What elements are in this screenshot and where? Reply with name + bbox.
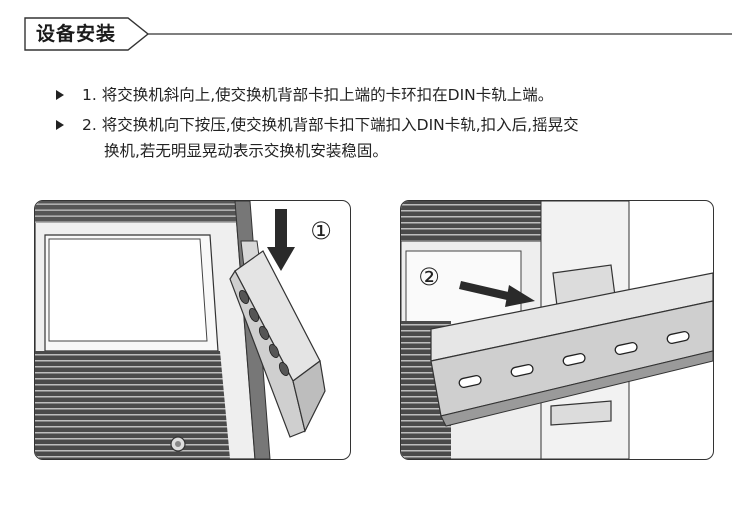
install-steps: 1. 将交换机斜向上,使交换机背部卡扣上端的卡环扣在DIN卡轨上端。 2. 将交… bbox=[52, 82, 732, 168]
section-tab-outline bbox=[24, 17, 732, 51]
arrow-down-icon bbox=[267, 247, 295, 271]
figure-step-1: ① bbox=[34, 200, 351, 460]
step-1-text: 1. 将交换机斜向上,使交换机背部卡扣上端的卡环扣在DIN卡轨上端。 bbox=[82, 86, 554, 104]
section-header: 设备安装 bbox=[24, 14, 732, 54]
triangle-bullet-icon bbox=[56, 120, 64, 130]
arrow-right-shaft bbox=[459, 281, 513, 301]
illustration-press-into-rail: ② bbox=[401, 201, 713, 459]
step-marker-2: ② bbox=[418, 263, 440, 291]
arrow-down-shaft bbox=[275, 209, 287, 247]
step-2-text-line2: 换机,若无明显晃动表示交换机安装稳固。 bbox=[104, 142, 388, 160]
section-title: 设备安装 bbox=[36, 23, 117, 45]
triangle-bullet-icon bbox=[56, 90, 64, 100]
figure-step-2: ② bbox=[400, 200, 714, 460]
step-2: 2. 将交换机向下按压,使交换机背部卡扣下端扣入DIN卡轨,扣入后,摇晃交 换机… bbox=[52, 112, 732, 164]
step-1: 1. 将交换机斜向上,使交换机背部卡扣上端的卡环扣在DIN卡轨上端。 bbox=[52, 82, 732, 108]
arrow-right-icon bbox=[505, 285, 535, 307]
illustration-hook-on-rail: ① bbox=[35, 201, 332, 459]
step-2-text-line1: 2. 将交换机向下按压,使交换机背部卡扣下端扣入DIN卡轨,扣入后,摇晃交 bbox=[82, 116, 579, 134]
step-marker-1: ① bbox=[310, 217, 332, 245]
